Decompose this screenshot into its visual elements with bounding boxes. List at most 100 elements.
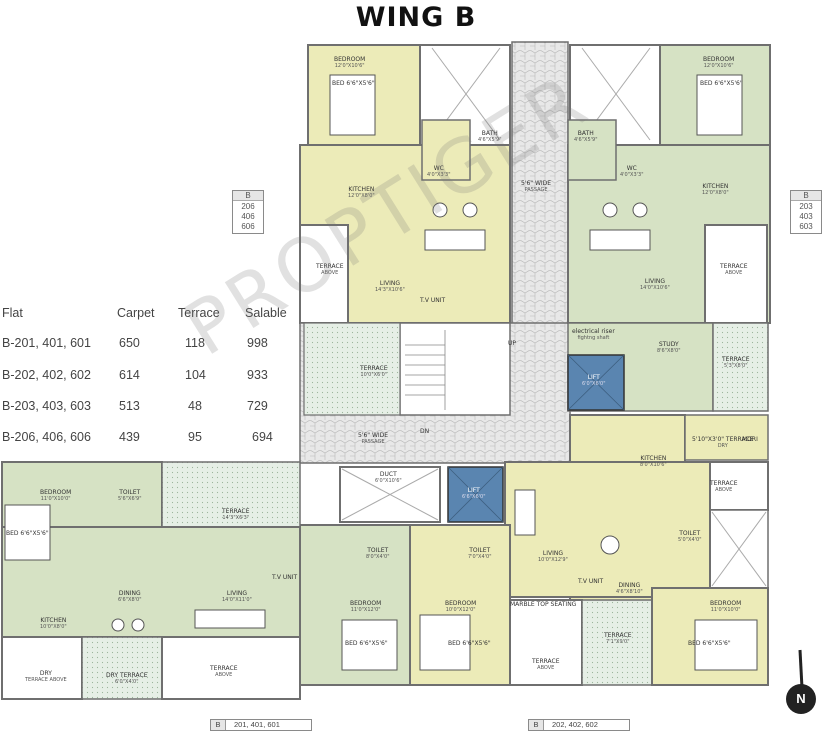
col-salable: Salable	[245, 306, 287, 320]
bed-icon-center-left	[341, 619, 398, 671]
dry-terrace-right	[684, 414, 769, 461]
flat-bar-text: 201, 401, 601	[234, 720, 280, 729]
flat-bar-letter: B	[211, 720, 226, 730]
label-dn: DN	[420, 428, 430, 435]
label-bed-right: BED 6'6"X5'6"	[688, 640, 731, 647]
cell-flat: B-201, 401, 601	[2, 336, 91, 350]
terrace-left	[161, 461, 301, 528]
page-title: WING B	[355, 2, 477, 33]
cell-terrace: 48	[188, 399, 202, 413]
bed-icon-left	[4, 504, 51, 561]
col-flat: Flat	[2, 306, 23, 320]
terrace-above-center	[509, 599, 583, 686]
col-terrace: Terrace	[178, 306, 220, 320]
cell-salable: 933	[247, 368, 268, 382]
bed-icon-center-right	[419, 614, 471, 671]
label-bed-top-left: BED 6'6"X5'6"	[332, 80, 375, 87]
wing-flat: 606	[241, 222, 255, 231]
cell-salable: 694	[252, 430, 273, 444]
cell-carpet: 439	[119, 430, 140, 444]
wing-flat: 403	[799, 212, 813, 221]
label-tv-unit-1: T.V UNIT	[420, 297, 446, 304]
cell-terrace: 118	[185, 336, 205, 350]
label-tv-unit-left: T.V UNIT	[272, 574, 298, 581]
cell-carpet: 614	[119, 368, 140, 382]
wing-flat: 406	[241, 212, 255, 221]
terrace-above-top-left	[299, 224, 349, 324]
wing-letter: B	[791, 191, 821, 201]
bed-icon-right	[694, 619, 758, 671]
cell-carpet: 513	[119, 399, 140, 413]
wing-flat: 206	[241, 202, 255, 211]
cell-salable: 729	[247, 399, 268, 413]
staircase	[399, 322, 511, 416]
cell-terrace: 95	[188, 430, 202, 444]
terrace-above-left	[161, 636, 301, 700]
flat-bar-letter: B	[529, 720, 544, 730]
flat-bar-right: B 202, 402, 602	[528, 719, 630, 731]
label-bed-top-right: BED 6'6"X5'6"	[700, 80, 743, 87]
label-tv-unit-center: T.V UNIT	[578, 578, 604, 585]
cell-salable: 998	[247, 336, 268, 350]
flat-bar-left: B 201, 401, 601	[210, 719, 312, 731]
cell-flat: B-206, 406, 606	[2, 430, 91, 444]
room-living-center	[504, 461, 711, 598]
cell-carpet: 650	[119, 336, 140, 350]
label-mori: MORI	[742, 436, 758, 443]
label-up: UP	[508, 340, 517, 347]
wing-flat: 203	[799, 202, 813, 211]
wing-box-left: B 206 406 606	[232, 190, 264, 234]
dry-terrace-small	[81, 636, 163, 700]
wing-letter: B	[233, 191, 263, 201]
terrace-study	[712, 322, 769, 412]
label-bed-left: BED 6'6"X5'6"	[6, 530, 49, 537]
label-bed-center-right: BED 6'6"X5'6"	[448, 640, 491, 647]
dry-terrace-above-left	[1, 636, 83, 700]
wing-flat: 603	[799, 222, 813, 231]
terrace-mid-left	[303, 322, 401, 416]
cell-flat: B-202, 402, 602	[2, 368, 91, 382]
wing-box-right: B 203 403 603	[790, 190, 822, 234]
label-marble: MARBLE TOP SEATING	[510, 601, 577, 608]
north-compass-icon: N	[786, 684, 816, 714]
flat-bar-text: 202, 402, 602	[552, 720, 598, 729]
cell-terrace: 104	[185, 368, 206, 382]
bed-icon-top-right	[696, 74, 743, 136]
label-bed-center-left: BED 6'6"X5'6"	[345, 640, 388, 647]
